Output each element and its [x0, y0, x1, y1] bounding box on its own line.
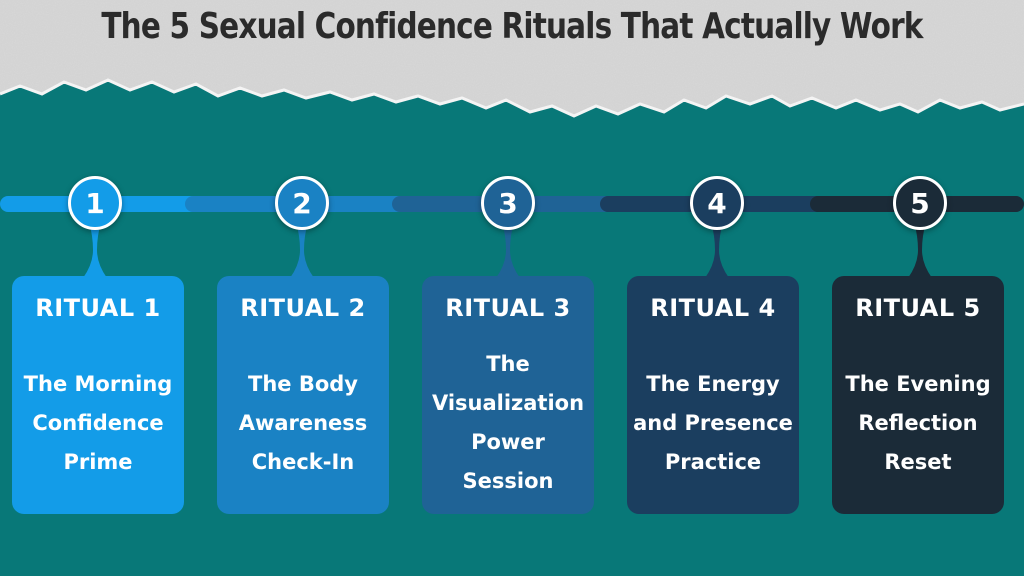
connector-drip	[290, 222, 314, 278]
step-number-badge: 2	[275, 176, 329, 230]
ritual-name-text: The Evening Reflection Reset	[845, 371, 991, 474]
ritual-card: RITUAL 3 The Visualization Power Session	[422, 276, 594, 514]
step-number: 4	[707, 186, 727, 220]
step-number: 1	[85, 186, 105, 220]
step-number: 5	[910, 186, 930, 220]
step-number-badge: 5	[893, 176, 947, 230]
ritual-name-text: The Energy and Presence Practice	[633, 371, 793, 474]
ritual-label: RITUAL 2	[240, 294, 366, 322]
ritual-name-text: The Body Awareness Check-In	[238, 371, 368, 474]
ritual-card: RITUAL 5 The Evening Reflection Reset	[832, 276, 1004, 514]
connector-drip	[83, 222, 107, 278]
ritual-name: The Body Awareness Check-In	[223, 342, 383, 504]
ritual-label: RITUAL 4	[650, 294, 776, 322]
ritual-card: RITUAL 1 The Morning Confidence Prime	[12, 276, 184, 514]
ritual-name: The Evening Reflection Reset	[838, 342, 998, 504]
ritual-name: The Visualization Power Session	[428, 342, 588, 504]
ritual-label: RITUAL 1	[35, 294, 161, 322]
ritual-card: RITUAL 4 The Energy and Presence Practice	[627, 276, 799, 514]
connector-drip	[908, 222, 932, 278]
connector-drip	[496, 222, 520, 278]
ritual-name: The Morning Confidence Prime	[18, 342, 178, 504]
ritual-name: The Energy and Presence Practice	[633, 342, 793, 504]
ritual-label: RITUAL 3	[445, 294, 571, 322]
torn-paper-header	[0, 0, 1024, 118]
ritual-card: RITUAL 2 The Body Awareness Check-In	[217, 276, 389, 514]
connector-drip	[705, 222, 729, 278]
step-number: 3	[498, 186, 518, 220]
step-number-badge: 3	[481, 176, 535, 230]
step-number-badge: 1	[68, 176, 122, 230]
ritual-name-text: The Morning Confidence Prime	[23, 371, 173, 474]
step-number-badge: 4	[690, 176, 744, 230]
step-number: 2	[292, 186, 312, 220]
ritual-label: RITUAL 5	[855, 294, 981, 322]
ritual-name-text: The Visualization Power Session	[431, 352, 585, 493]
page-title: The 5 Sexual Confidence Rituals That Act…	[101, 6, 923, 47]
